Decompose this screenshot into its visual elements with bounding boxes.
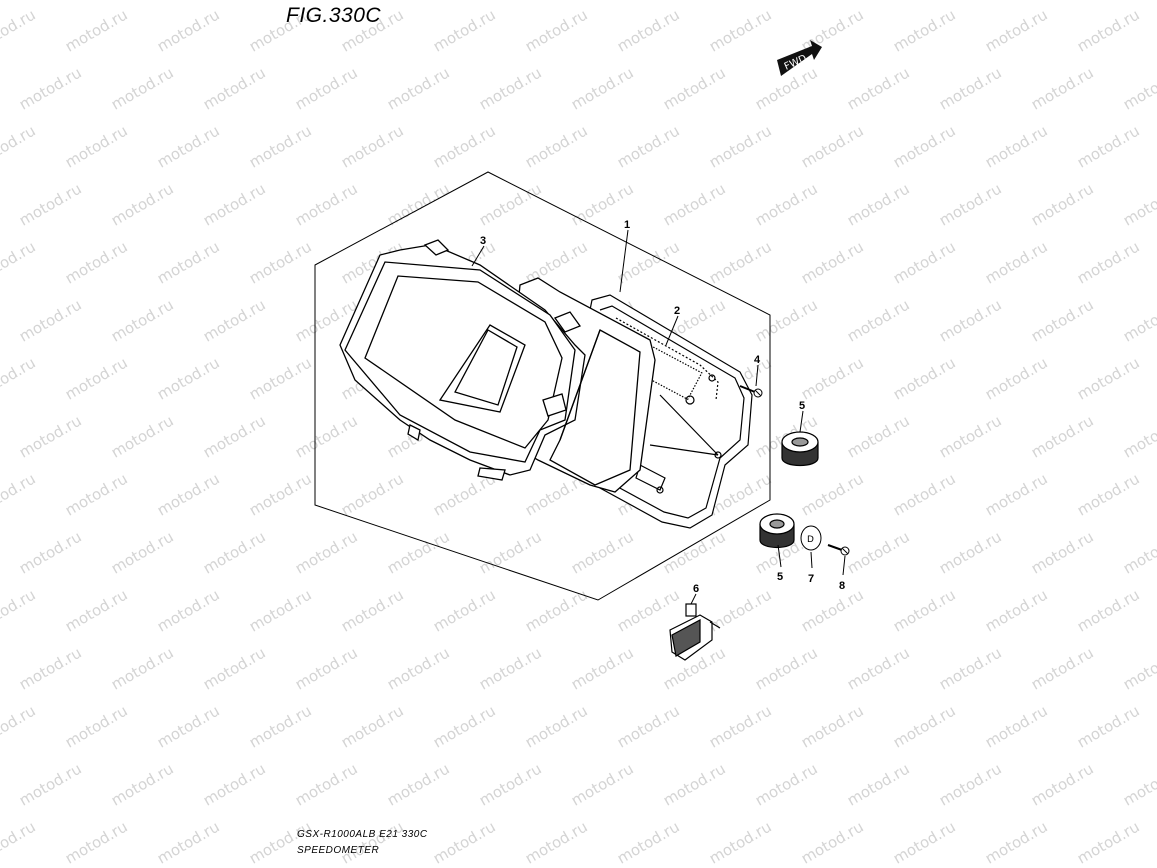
washer-letter: D bbox=[807, 535, 814, 545]
meter-front-lens bbox=[339, 239, 656, 493]
assembly-boundary-box bbox=[314, 171, 771, 601]
callout-6: 6 bbox=[693, 583, 699, 595]
leader-lines bbox=[471, 229, 846, 605]
callout-7: 7 bbox=[808, 573, 814, 585]
grommet-part-5-lower-icon bbox=[759, 513, 795, 549]
callout-8: 8 bbox=[839, 580, 845, 592]
fwd-label: FWD bbox=[783, 53, 809, 73]
callout-numbers: 1 2 3 4 5 5 6 7 8 bbox=[480, 219, 845, 595]
callout-3: 3 bbox=[480, 235, 486, 247]
callout-5-lower: 5 bbox=[777, 571, 783, 583]
figure-title: FIG.330C bbox=[286, 4, 382, 27]
section-name: SPEEDOMETER bbox=[297, 845, 380, 856]
model-code: GSX-R1000ALB E21 330C bbox=[297, 829, 428, 840]
connector-part-6-icon bbox=[669, 603, 721, 661]
fwd-arrow-icon: FWD bbox=[777, 40, 822, 76]
callout-2: 2 bbox=[674, 305, 680, 317]
callout-1: 1 bbox=[624, 219, 630, 231]
grommet-part-5-upper-icon bbox=[781, 431, 819, 467]
callout-5-upper: 5 bbox=[799, 400, 805, 412]
callout-4: 4 bbox=[754, 354, 761, 366]
washer-part-7-icon: D bbox=[800, 525, 822, 551]
screw-part-8-icon bbox=[827, 544, 850, 556]
screw-part-4-icon bbox=[739, 385, 763, 398]
